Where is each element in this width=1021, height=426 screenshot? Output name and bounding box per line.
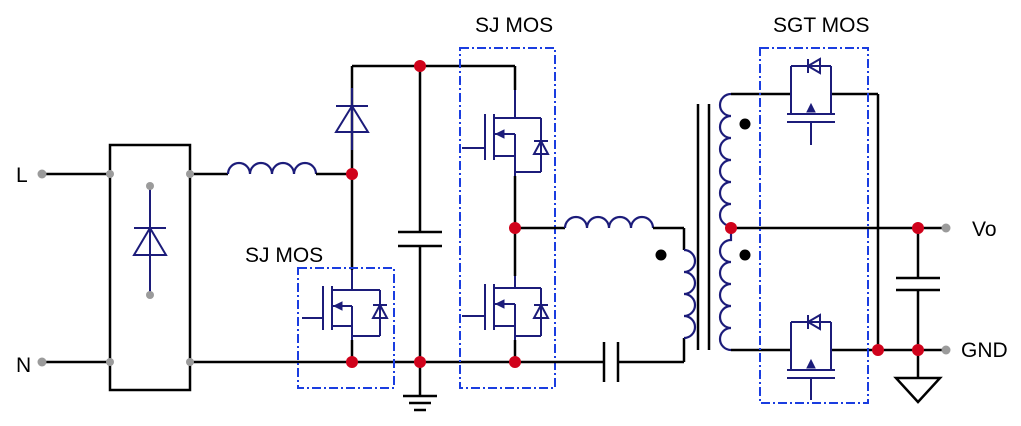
transformer-secondary-upper-icon [718,92,733,228]
transformer-secondary-lower-icon [718,228,733,352]
bridge-diode-icon [132,182,168,299]
sgt-mos-box [759,47,869,404]
bridge-terminal [186,170,194,178]
llc-wiring [513,66,684,364]
resonant-capacitor-icon [602,342,620,382]
transformer-primary-icon [683,248,697,340]
input-n-label: N [16,354,31,377]
output-vo-label: Vo [972,218,997,241]
secondary-polarity-dot [739,118,751,130]
pfc-mosfet-box [297,267,395,389]
pfc-mosfet-icon [302,270,389,340]
llc-sj-mos-label: SJ MOS [475,14,553,37]
primary-polarity-dot [655,249,667,261]
bridge-terminal [106,358,114,366]
sgt-mos-label: SGT MOS [773,14,869,37]
bridge-terminal [186,358,194,366]
input-wiring [42,172,352,364]
pfc-sj-mos-label: SJ MOS [245,244,323,267]
gnd-label: GND [961,339,1008,362]
low-side-mosfet-icon [462,276,550,340]
resonant-inductor-icon [563,215,655,229]
pfc-inductor-icon [226,161,318,175]
terminal-vo [941,223,951,233]
llc-half-bridge-box [459,47,556,389]
high-side-mosfet-icon [462,90,550,176]
bulk-capacitor-icon [398,230,442,248]
ground-icon [403,394,437,412]
sync-rect-upper-mosfet-icon [787,57,835,145]
output-capacitor-icon [896,276,940,292]
secondary-polarity-dot [739,249,751,261]
bridge-terminal [106,170,114,178]
terminal-l [37,169,47,179]
bridge-rectifier-box [108,143,192,392]
boost-diode-icon [334,88,370,150]
transformer-core-icon [696,104,711,350]
output-ground-icon [893,376,943,404]
secondary-wiring [731,92,946,378]
input-l-label: L [16,164,28,187]
terminal-n [37,357,47,367]
junction-dots [346,60,924,368]
terminal-gnd [941,345,951,355]
sync-rect-lower-mosfet-icon [787,313,835,400]
